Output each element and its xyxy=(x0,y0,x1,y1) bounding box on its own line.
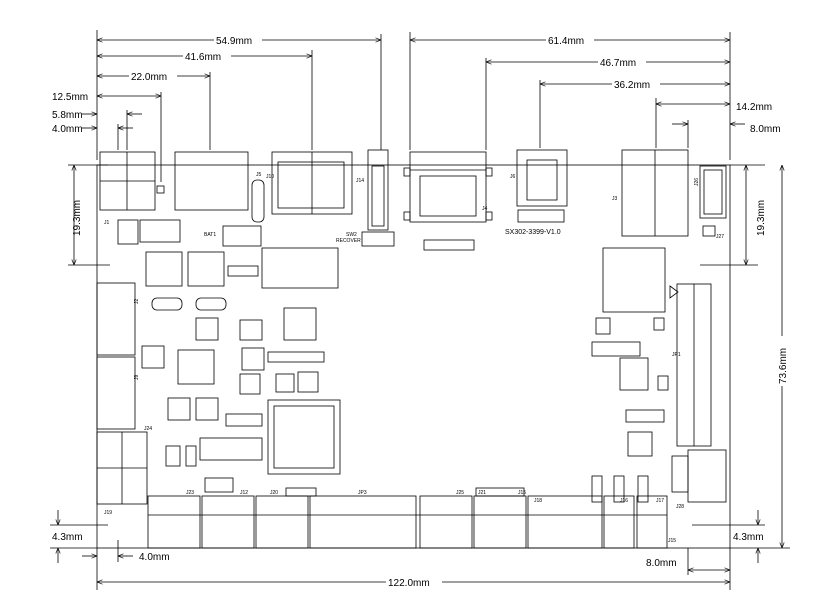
j16-label: J16 xyxy=(620,498,628,504)
board-name: SX302-3399-V1.0 xyxy=(505,229,561,236)
dim-left-19-3: 19.3mm xyxy=(72,200,83,236)
j4-label: J4 xyxy=(482,206,488,212)
connector-j2 xyxy=(96,282,136,356)
dim-bottom-right-4-3: 4.3mm xyxy=(733,532,764,543)
dim-36-2: 36.2mm xyxy=(614,80,650,91)
j18-label: J18 xyxy=(534,498,542,504)
j23-label: J23 xyxy=(186,490,194,496)
jp1-label: JP1 xyxy=(672,352,681,358)
dim-54-9: 54.9mm xyxy=(216,36,252,47)
battery-holder xyxy=(174,151,249,211)
dim-5-8: 5.8mm xyxy=(52,110,83,121)
j1-label: J1 xyxy=(104,220,110,226)
dim-bottom-right-8-0: 8.0mm xyxy=(646,558,677,569)
dim-14-2: 14.2mm xyxy=(736,102,772,113)
dim-8-0-top: 8.0mm xyxy=(750,124,781,135)
j20-label: J20 xyxy=(270,490,278,496)
connector-j9 xyxy=(96,356,136,430)
j19-label: J19 xyxy=(104,510,112,516)
bat-label: BAT1 xyxy=(204,232,216,238)
j17-label: J17 xyxy=(656,498,664,504)
j10-label: J10 xyxy=(266,174,274,180)
emmc-chip xyxy=(602,247,666,313)
j12-label: J12 xyxy=(240,490,248,496)
j6-label: J6 xyxy=(510,174,516,180)
main-soc xyxy=(267,399,341,475)
recover-label: RECOVER xyxy=(336,238,361,244)
dim-61-4: 61.4mm xyxy=(548,36,584,47)
j5-label: J5 xyxy=(256,172,262,178)
dim-41-6: 41.6mm xyxy=(185,52,221,63)
j3-label: J3 xyxy=(612,196,618,202)
j28-label: J28 xyxy=(676,504,684,510)
dim-22-0: 22.0mm xyxy=(131,72,167,83)
j9-label: J9 xyxy=(134,375,140,381)
j15-label-top: J15 xyxy=(518,490,526,496)
dim-46-7: 46.7mm xyxy=(600,58,636,69)
jp3-label: JP3 xyxy=(358,490,367,496)
sw2-label: SW2 xyxy=(346,232,357,238)
dim-12-5: 12.5mm xyxy=(52,92,88,103)
connector-j6 xyxy=(516,149,568,207)
connector-j28 xyxy=(687,449,727,503)
dim-73-6: 73.6mm xyxy=(778,348,789,384)
j24-label: J24 xyxy=(144,426,152,432)
j14-label: J14 xyxy=(356,178,364,184)
j27-label: J27 xyxy=(716,234,724,240)
j15-label: J15 xyxy=(668,538,676,544)
dim-right-19-3: 19.3mm xyxy=(756,200,767,236)
dim-122-0: 122.0mm xyxy=(388,578,430,589)
dim-bottom-left-4-3: 4.3mm xyxy=(52,532,83,543)
connector-j4 xyxy=(409,151,487,223)
connector-j14 xyxy=(367,149,389,231)
dim-4-0: 4.0mm xyxy=(52,124,83,135)
j26-label: J26 xyxy=(694,178,700,186)
dim-bottom-left-4-0: 4.0mm xyxy=(139,552,170,563)
j2-label: J2 xyxy=(134,299,140,305)
j25-label: J25 xyxy=(456,490,464,496)
j21-label: J21 xyxy=(478,490,486,496)
